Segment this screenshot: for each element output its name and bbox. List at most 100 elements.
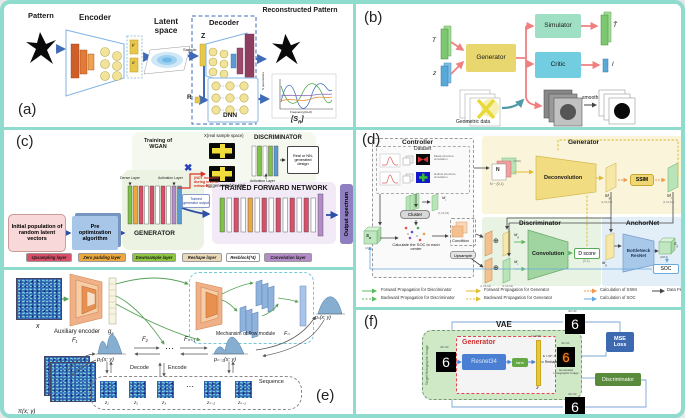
upsample-label: Upsample [453, 252, 472, 258]
sim1-label: Metal structure simulation [434, 154, 454, 162]
panel-a: Pattern Encoder Latent space μ σ Sample … [4, 4, 353, 127]
trained-generator-output-chip: Trained generator output [182, 194, 210, 208]
digit-glyph: 6 [571, 399, 579, 415]
z-vector-icon [199, 43, 208, 67]
bottom-six-dim: 40×40 [568, 392, 577, 396]
target-digit-image: 6 [436, 352, 456, 372]
discriminator-title: DISCRIMINATOR [254, 135, 302, 141]
legend-fwd-gen: Forward Propagation for Generator [484, 287, 550, 292]
mr-label: Mr [667, 193, 672, 200]
divider-left-2 [4, 267, 353, 270]
panel-b: T z Generator Simulator Critic T̂ l smoo… [356, 4, 681, 127]
condition-label: Condition [452, 238, 469, 243]
forward-network-title: TRAINED FORWARD NETWORK [220, 185, 328, 192]
anchor-mg-label: Mg [602, 260, 607, 268]
legend-label: Resblock(*4) [230, 255, 256, 260]
auxiliary-encoder-icon [69, 273, 103, 327]
panel-e-tag: (e) [316, 387, 335, 404]
l-scalar-icon [602, 58, 609, 73]
zn2-label: zₙ₋₂ [207, 400, 216, 405]
resnet34-box: Resnet34 [462, 354, 506, 370]
pair2-dim: (1,64,64) [502, 284, 514, 288]
pn-label: pₙ(x; y) [315, 315, 331, 321]
controller-title: Controller [402, 139, 434, 146]
legend-chip-resblock: Resblock(*4) [226, 253, 260, 262]
sequence-label: Sequence [259, 379, 284, 385]
dense-layer-label: Dense Layer [120, 176, 140, 180]
encode-label: Encode [168, 365, 187, 371]
divider-right-1 [353, 127, 681, 130]
plot-xlabel: Frequency(GHz) [290, 110, 313, 114]
training-of-wgan-label: Training of WGAN [143, 138, 173, 151]
teal-curve-arrow [501, 98, 525, 110]
generator-title: Generator [568, 139, 600, 146]
decoder-network-icon [205, 32, 255, 88]
encoder-label: Encoder [78, 13, 111, 22]
red-arrow [581, 21, 601, 70]
s-matrix-label: [SR] [291, 116, 304, 124]
legend-soc: Calculation of SOC [600, 295, 636, 300]
mr-dim: (1,64,64) [663, 200, 675, 204]
decode-label: Decode [130, 365, 149, 371]
activation-layer-disc-label: Activation Layer [250, 179, 275, 183]
legend-chip-downsample: Downsample layer [132, 253, 176, 262]
sequence-z3-image [157, 381, 174, 398]
pi-label: π(x; y) [18, 409, 36, 415]
condition-box [450, 218, 476, 246]
plus-icon: ⊕ [493, 238, 499, 245]
sequence-zn1-image [235, 381, 252, 398]
label-sub: R [369, 235, 372, 240]
ssim-box: SSIM [630, 174, 654, 186]
activation-layer-gen-label: Activation Layer [158, 176, 183, 180]
sr-label: SR [366, 233, 371, 240]
dataset-title: Dataset [414, 146, 432, 152]
label-sub: g [517, 235, 519, 239]
t-hat-label: T̂ [613, 22, 617, 29]
z-label: Z [201, 33, 206, 40]
geometric-data-label: Geometric data [456, 119, 491, 125]
label-sub: g [676, 244, 679, 248]
output-spectrum-label: Output spectrum [343, 191, 350, 237]
pair1-dim: (1,64,64) [480, 284, 492, 288]
sr-dim: (201) [365, 246, 372, 250]
cluster-label: Cluster [407, 212, 423, 217]
real-or-nn-label: Real or NN-generated design [292, 154, 314, 166]
label-base: S [674, 241, 677, 246]
d-score-label: D score [578, 250, 596, 257]
legend-chip-reshape: Reshape layer [182, 253, 222, 262]
digit-glyph: 6 [442, 354, 450, 370]
sequence-z2-image [129, 381, 146, 398]
n-label: N [496, 167, 500, 173]
latent-space-label: Latent space [154, 17, 178, 35]
t-label: T [432, 37, 436, 44]
r-vector-icon [194, 96, 201, 104]
generated-digit-image: 6 [557, 347, 575, 367]
panel-c: Initial population of random latent vect… [4, 130, 353, 267]
mr-small-label: Mr [442, 195, 446, 203]
legend-label: Upsampling layer [31, 255, 67, 260]
discriminator-box: Discriminator [595, 373, 641, 386]
z-label: z [433, 70, 437, 77]
legend-chip-upsampling: Upsampling layer [26, 253, 72, 262]
metasurface-pattern-input [26, 32, 56, 64]
aux-encoder-label: Auxiliary encoder [54, 329, 101, 335]
tanh-box: tanh [512, 358, 528, 367]
l-label: l [612, 61, 614, 68]
initial-population-label: Initial population of random latent vect… [11, 224, 63, 242]
flow-module-fn: Fₙ [284, 331, 290, 337]
panel-b-diagram [440, 11, 636, 127]
generated-six-dim: 40×40 [561, 341, 570, 345]
mu-label: μ [132, 42, 135, 47]
disc-mg-label: Mg [514, 232, 519, 240]
pn1-label: pₙ₋₁(x; y) [214, 357, 237, 363]
pn-distribution-icon [316, 296, 345, 315]
z2-label: z₂ [134, 400, 138, 405]
metasurface-pattern-output [272, 33, 301, 65]
soc-box: SOC [653, 264, 679, 274]
initial-population-box: Initial population of random latent vect… [8, 214, 66, 252]
smooth-label: smooth [582, 95, 599, 101]
panel-d-tag: (d) [362, 131, 381, 148]
label-base: M [514, 259, 518, 264]
reshape-label: Reshape [545, 360, 558, 364]
convolution-label: Convolution [532, 251, 565, 257]
